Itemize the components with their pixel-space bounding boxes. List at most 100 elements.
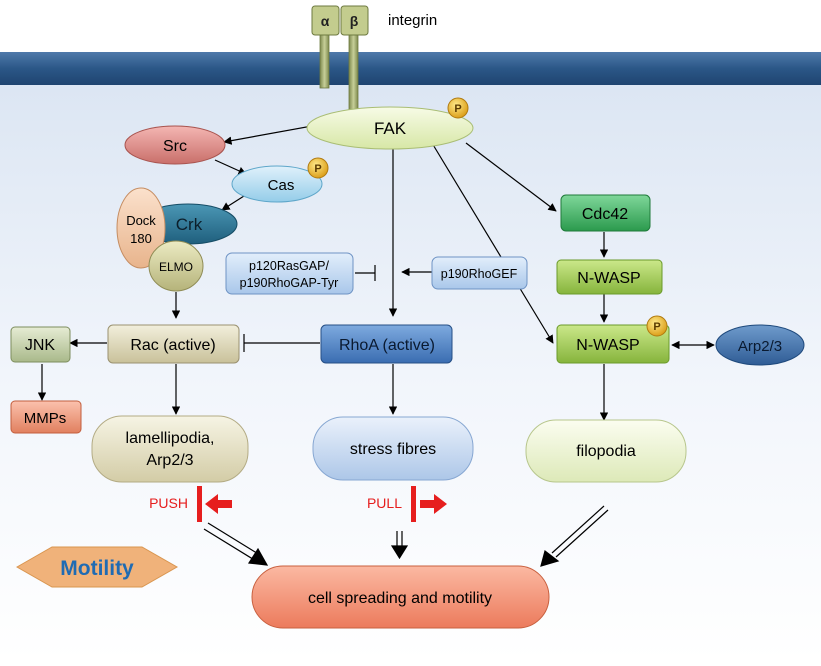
outcome-shape <box>251 565 550 629</box>
mmps-shape <box>10 400 82 434</box>
rhoa-shape <box>320 324 453 364</box>
motility-label: Motility <box>60 557 134 580</box>
rhogef-shape <box>431 256 528 290</box>
integrin-beta-label: β <box>350 13 359 29</box>
rasgap-label-line2: p190RhoGAP-Tyr <box>240 276 339 290</box>
integrin-beta-head <box>340 5 369 36</box>
stress-fibres-node: stress fibres <box>312 416 474 481</box>
cdc42-node: Cdc42 <box>560 194 651 232</box>
outcome-node: cell spreading and motility <box>251 565 550 629</box>
rhoa-label: RhoA (active) <box>339 337 435 354</box>
outcome-label: cell spreading and motility <box>308 590 492 607</box>
stress-fibres-label: stress fibres <box>350 441 436 458</box>
src-label: Src <box>163 138 187 155</box>
cdc42-shape <box>560 194 651 232</box>
nwasp-label: N-WASP <box>577 270 640 287</box>
pull-arrow <box>420 494 447 514</box>
fak-shape <box>306 106 474 150</box>
src-node: Src <box>124 125 226 165</box>
arrow-src-cas <box>214 159 247 175</box>
cdc42-label: Cdc42 <box>582 206 628 223</box>
nwasp-shape <box>556 259 663 295</box>
rac-node: Rac (active) <box>107 324 240 364</box>
pull-indicator: PULL <box>367 486 447 522</box>
jnk-node: JNK <box>10 326 71 363</box>
nwasp-p-shape <box>556 324 670 364</box>
lamellipodia-label-line2: Arp2/3 <box>146 452 193 469</box>
filopodia-label: filopodia <box>576 443 636 460</box>
nwasp-node: N-WASP <box>556 259 663 295</box>
mmps-label: MMPs <box>24 410 67 427</box>
double-arrow-push-head <box>247 547 269 566</box>
motility-diamond <box>15 546 179 588</box>
lamellipodia-label-line1: lamellipodia, <box>126 430 215 447</box>
jnk-shape <box>10 326 71 363</box>
fak-phospho-label: P <box>454 103 461 115</box>
outcome-arrows <box>203 505 609 567</box>
rac-label: Rac (active) <box>130 337 215 354</box>
push-label: PUSH <box>149 495 188 511</box>
rhogef-node: p190RhoGEF <box>431 256 528 290</box>
double-arrow-pull <box>396 531 403 548</box>
integrin-label: integrin <box>388 12 437 29</box>
elmo-shape <box>148 240 204 292</box>
mmps-node: MMPs <box>10 400 82 434</box>
filopodia-shape <box>525 419 687 483</box>
elmo-node: ELMO <box>148 240 204 292</box>
dock180-label-line1: Dock <box>126 213 156 228</box>
stress-fibres-shape <box>312 416 474 481</box>
push-arrow <box>205 494 232 514</box>
dock180-shape <box>116 187 166 269</box>
lamellipodia-shape <box>91 415 249 483</box>
arp23-node: Arp2/3 <box>715 324 805 366</box>
pull-label: PULL <box>367 495 402 511</box>
push-bar <box>197 486 202 522</box>
crk-label: Crk <box>176 215 203 234</box>
dock180-node: Dock 180 <box>116 187 166 269</box>
elmo-label: ELMO <box>159 260 193 274</box>
connectors <box>37 125 715 421</box>
nwasp-p-label: N-WASP <box>576 337 639 354</box>
integrin-receptor: α β integrin <box>311 5 437 111</box>
cas-node: Cas P <box>231 157 329 203</box>
arrow-cas-crk <box>221 195 245 211</box>
rhogef-label: p190RhoGEF <box>441 267 518 281</box>
rac-shape <box>107 324 240 364</box>
rasgap-node: p120RasGAP/ p190RhoGAP-Tyr <box>225 252 354 295</box>
integrin-beta-stalk <box>348 29 359 111</box>
double-arrow-push <box>203 522 261 562</box>
double-arrow-filopodia <box>551 505 609 558</box>
nwasp-phospho-badge <box>646 315 668 337</box>
lamellipodia-node: lamellipodia, Arp2/3 <box>91 415 249 483</box>
integrin-alpha-label: α <box>321 13 330 29</box>
src-shape <box>124 125 226 165</box>
nwasp-phospho-node: N-WASP P <box>556 315 670 364</box>
arp23-label: Arp2/3 <box>738 338 782 355</box>
dock180-label-line2: 180 <box>130 231 152 246</box>
double-arrow-pull-head <box>390 545 409 560</box>
cas-phospho-badge <box>307 157 329 179</box>
cas-label: Cas <box>268 177 295 194</box>
jnk-label: JNK <box>25 337 56 354</box>
double-arrow-filopodia-head <box>540 549 560 567</box>
nwasp-phospho-label: P <box>653 321 660 333</box>
filopodia-node: filopodia <box>525 419 687 483</box>
integrin-alpha-head <box>311 5 340 36</box>
motility-badge: Motility <box>15 546 179 588</box>
arrow-fak-cdc42 <box>465 142 557 212</box>
arrow-fak-src <box>223 125 313 145</box>
cas-shape <box>231 165 323 203</box>
arp23-shape <box>715 324 805 366</box>
integrin-alpha-stalk <box>319 29 330 89</box>
cell-membrane <box>0 52 821 85</box>
fak-phospho-badge <box>447 97 469 119</box>
rasgap-shape <box>225 252 354 295</box>
rhoa-node: RhoA (active) <box>320 324 453 364</box>
rasgap-label-line1: p120RasGAP/ <box>249 259 329 273</box>
pull-bar <box>411 486 416 522</box>
fak-node: FAK P <box>306 97 474 150</box>
arrow-fak-nwasp <box>431 142 554 344</box>
push-indicator: PUSH <box>149 486 232 522</box>
